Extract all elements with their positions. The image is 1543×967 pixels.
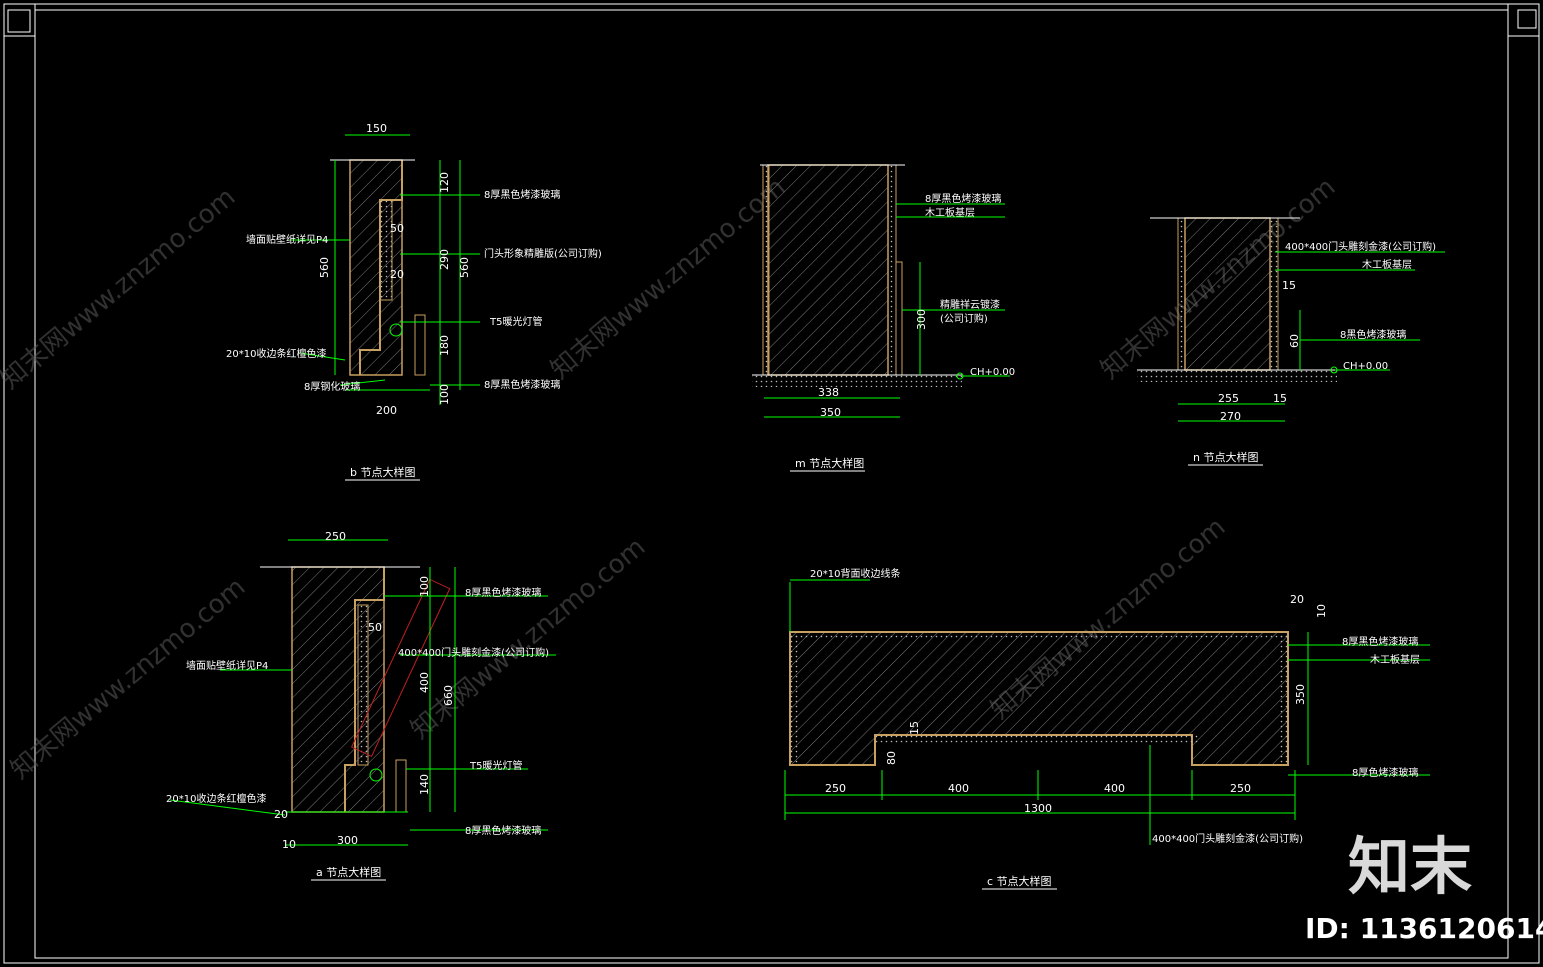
- dimension-value: 350: [820, 406, 841, 419]
- detail-n-wall: [1184, 217, 1271, 371]
- dimension-value: 20: [1290, 593, 1304, 606]
- detail-n-title: n 节点大样图: [1193, 450, 1258, 464]
- material-callout: T5暖光灯管: [489, 315, 542, 328]
- dimension-value: 1300: [1024, 802, 1052, 815]
- dimension-value: 100: [438, 384, 451, 405]
- material-callout: 墙面贴壁纸详见P4: [186, 659, 268, 672]
- watermark-text: 知末网www.znzmo.com: [405, 532, 651, 745]
- dimension-value: 200: [376, 404, 397, 417]
- material-callout: 8厚钢化玻璃: [304, 380, 360, 393]
- watermark-text: 知末网www.znzmo.com: [545, 172, 791, 385]
- material-callout: 8厚黑色烤漆玻璃: [925, 192, 1001, 205]
- material-callout: 门头形象精雕版(公司订购): [484, 247, 602, 260]
- dimension-value: 10: [282, 838, 296, 851]
- dimension-value: 300: [915, 309, 928, 330]
- watermark-text: 知末网www.znzmo.com: [5, 572, 251, 785]
- material-callout: 8厚黑色烤漆玻璃: [484, 378, 560, 391]
- dimension-value: 80: [885, 751, 898, 765]
- material-callout: T5暖光灯管: [469, 759, 522, 772]
- material-callout: 20*10背面收边线条: [810, 567, 900, 580]
- dimension-value: 60: [1288, 334, 1301, 348]
- detail-a: 250 100 50 400 660 140 20 10 300 8厚黑色烤漆玻…: [166, 530, 556, 881]
- material-callout: 8厚黑色烤漆玻璃: [465, 824, 541, 837]
- detail-n: 15 60 255 15 270 400*400门头雕刻金漆(公司订购) 木工板…: [1137, 217, 1445, 466]
- material-callout: 20*10收边条红檀色漆: [166, 792, 266, 805]
- material-callout: 8黑色烤漆玻璃: [1340, 328, 1406, 341]
- watermark-text: 知末网www.znzmo.com: [0, 182, 241, 395]
- dimension-value: 250: [1230, 782, 1251, 795]
- detail-m-title: m 节点大样图: [795, 456, 864, 470]
- material-callout: 木工板基层: [1362, 258, 1412, 271]
- dimension-value: 400: [418, 672, 431, 693]
- material-callout: 400*400门头雕刻金漆(公司订购): [398, 646, 549, 659]
- dimension-value: 350: [1294, 684, 1307, 705]
- detail-c-title: c 节点大样图: [987, 874, 1052, 888]
- brand-overlay: 知末 ID: 1136120614: [1305, 830, 1543, 945]
- material-callout: 8厚色烤漆玻璃: [1352, 766, 1418, 779]
- material-callout: 精雕祥云镀漆: [940, 298, 1000, 311]
- detail-b: 150 120 50 20 290 560 560 180 100 200 8厚…: [226, 122, 602, 481]
- material-callout: 8厚黑色烤漆玻璃: [465, 586, 541, 599]
- material-callout: 8厚黑色烤漆玻璃: [484, 188, 560, 201]
- dimension-value: 10: [1315, 604, 1328, 618]
- dimension-value: 15: [1282, 279, 1296, 292]
- dimension-value: 338: [818, 386, 839, 399]
- material-callout: 木工板基层: [1370, 653, 1420, 666]
- dimension-value: 560: [318, 257, 331, 278]
- material-callout: (公司订购): [940, 312, 988, 325]
- dimension-value: 400: [1104, 782, 1125, 795]
- drawing-frame: [3, 3, 1540, 964]
- detail-b-title: b 节点大样图: [350, 465, 415, 479]
- material-callout: 8厚黑色烤漆玻璃: [1342, 635, 1418, 648]
- dimension-value: 270: [1220, 410, 1241, 423]
- material-callout: 墙面贴壁纸详见P4: [246, 233, 328, 246]
- dimension-value: 250: [825, 782, 846, 795]
- material-callout: 木工板基层: [925, 206, 975, 219]
- detail-a-wall: [291, 566, 385, 813]
- dimension-value: 290: [438, 249, 451, 270]
- detail-c: 20 10 350 15 80 250 400 400 250 1300 20*…: [784, 567, 1430, 890]
- dimension-value: 20: [274, 808, 288, 821]
- material-callout: CH+0.00: [1343, 361, 1388, 372]
- dimension-value: 660: [442, 685, 455, 706]
- material-callout: 400*400门头雕刻金漆(公司订购): [1152, 832, 1303, 845]
- dimension-value: 250: [325, 530, 346, 543]
- detail-a-title: a 节点大样图: [316, 865, 381, 879]
- dimension-value: 300: [337, 834, 358, 847]
- dimension-value: 150: [366, 122, 387, 135]
- dimension-value: 50: [390, 222, 404, 235]
- material-callout: 20*10收边条红檀色漆: [226, 347, 326, 360]
- dimension-value: 120: [438, 172, 451, 193]
- detail-m-wall: [767, 164, 889, 376]
- material-callout: CH+0.00: [970, 367, 1015, 378]
- dimension-value: 180: [438, 335, 451, 356]
- dimension-value: 140: [418, 774, 431, 795]
- dimension-value: 255: [1218, 392, 1239, 405]
- dimension-value: 50: [368, 621, 382, 634]
- dimension-value: 560: [458, 257, 471, 278]
- dimension-value: 100: [418, 576, 431, 597]
- image-id-label: ID: 1136120614: [1305, 912, 1543, 945]
- brand-logo: 知末: [1348, 830, 1472, 903]
- material-callout: 400*400门头雕刻金漆(公司订购): [1285, 240, 1436, 253]
- dimension-value: 15: [1273, 392, 1287, 405]
- dimension-value: 400: [948, 782, 969, 795]
- detail-m: 300 338 350 8厚黑色烤漆玻璃 木工板基层 精雕祥云镀漆 (公司订购)…: [752, 164, 1015, 472]
- detail-c-section: [789, 631, 1289, 766]
- dimension-value: 20: [390, 268, 404, 281]
- dimension-value: 15: [908, 721, 921, 735]
